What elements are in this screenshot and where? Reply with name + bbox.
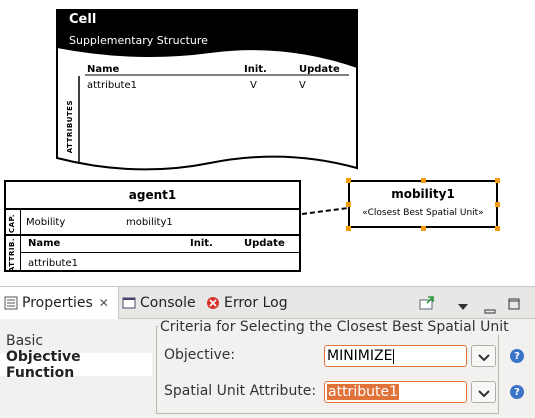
- diagram-canvas[interactable]: Cell Supplementary Structure Name Init. …: [0, 0, 535, 286]
- pin-view-icon[interactable]: [419, 295, 435, 315]
- mobility-stereotype: «Closest Best Spatial Unit»: [362, 208, 484, 218]
- cell-col-name: Name: [87, 64, 120, 75]
- resize-handle-s[interactable]: [421, 226, 426, 231]
- view-tab-bar: Properties ✕ Console Error Log: [0, 286, 535, 319]
- mobility-title: mobility1: [391, 187, 455, 201]
- agent-col-name: Name: [28, 238, 61, 249]
- tab-error-log-label: Error Log: [224, 295, 288, 311]
- agent-attrib-label: ATTRIB.: [8, 238, 16, 273]
- chevron-down-icon: [477, 383, 490, 402]
- cell-attributes-label: ATTRIBUTES: [66, 100, 74, 154]
- cell-subtitle: Supplementary Structure: [69, 34, 208, 47]
- spatial-unit-attribute-help-icon[interactable]: ?: [510, 385, 524, 399]
- objective-combo[interactable]: MINIMIZE: [324, 345, 467, 367]
- cell-attr-name[interactable]: attribute1: [87, 80, 137, 91]
- agent-cap-name: Mobility: [26, 217, 66, 228]
- cell-attr-update: V: [299, 80, 306, 91]
- spatial-unit-attribute-value: attribute1: [327, 384, 399, 400]
- properties-icon: [4, 296, 18, 310]
- objective-label: Objective:: [164, 347, 236, 363]
- console-icon: [122, 296, 136, 310]
- resize-handle-e[interactable]: [495, 202, 500, 207]
- spatial-unit-attribute-label: Spatial Unit Attribute:: [164, 383, 317, 399]
- cell-col-update: Update: [299, 64, 340, 75]
- text-caret: [393, 348, 395, 364]
- resize-handle-n[interactable]: [421, 178, 426, 183]
- agent-title: agent1: [6, 182, 299, 210]
- chevron-down-icon: [477, 347, 490, 366]
- mobility-node[interactable]: mobility1 «Closest Best Spatial Unit»: [348, 180, 498, 228]
- tab-console[interactable]: Console: [122, 287, 204, 319]
- tab-properties-label: Properties: [22, 295, 93, 311]
- cell-attr-init: V: [250, 80, 257, 91]
- agent-node[interactable]: agent1 CAP. Mobility mobility1 Name Init…: [4, 180, 301, 272]
- spatial-unit-attribute-dropdown-button[interactable]: [471, 381, 496, 403]
- tab-properties[interactable]: Properties ✕: [0, 287, 119, 319]
- spatial-unit-attribute-combo[interactable]: attribute1: [324, 381, 467, 403]
- agent-col-init: Init.: [190, 238, 213, 249]
- agent-capabilities-section: [6, 210, 299, 236]
- objective-help-icon[interactable]: ?: [510, 349, 524, 363]
- cell-col-init: Init.: [244, 64, 267, 75]
- agent-cap-value[interactable]: mobility1: [126, 217, 173, 228]
- sidebar-item-objective-function[interactable]: Objective Function: [0, 349, 152, 381]
- criteria-group-title: Criteria for Selecting the Closest Best …: [158, 319, 511, 335]
- cell-title: Cell: [69, 12, 97, 27]
- objective-value: MINIMIZE: [327, 348, 393, 364]
- maximize-icon[interactable]: [508, 295, 520, 314]
- agent-cap-label: CAP.: [8, 214, 16, 234]
- tab-error-log[interactable]: Error Log: [206, 287, 298, 319]
- tab-console-label: Console: [140, 295, 196, 311]
- objective-dropdown-button[interactable]: [471, 345, 496, 367]
- resize-handle-sw[interactable]: [346, 226, 351, 231]
- resize-handle-se[interactable]: [495, 226, 500, 231]
- close-icon[interactable]: ✕: [98, 296, 109, 310]
- agent-header-line: [20, 252, 299, 253]
- resize-handle-nw[interactable]: [346, 178, 351, 183]
- cell-shape[interactable]: [55, 8, 360, 175]
- connector-line[interactable]: [300, 200, 350, 220]
- agent-attr-name[interactable]: attribute1: [28, 258, 78, 269]
- properties-sidebar: Basic Objective Function: [0, 319, 152, 418]
- agent-divider: [20, 210, 21, 272]
- minimize-icon[interactable]: [484, 300, 496, 319]
- error-log-icon: [206, 296, 220, 310]
- resize-handle-w[interactable]: [346, 202, 351, 207]
- agent-col-update: Update: [244, 238, 285, 249]
- view-menu-icon[interactable]: [457, 297, 469, 316]
- resize-handle-ne[interactable]: [495, 178, 500, 183]
- sidebar-item-basic[interactable]: Basic: [6, 332, 44, 349]
